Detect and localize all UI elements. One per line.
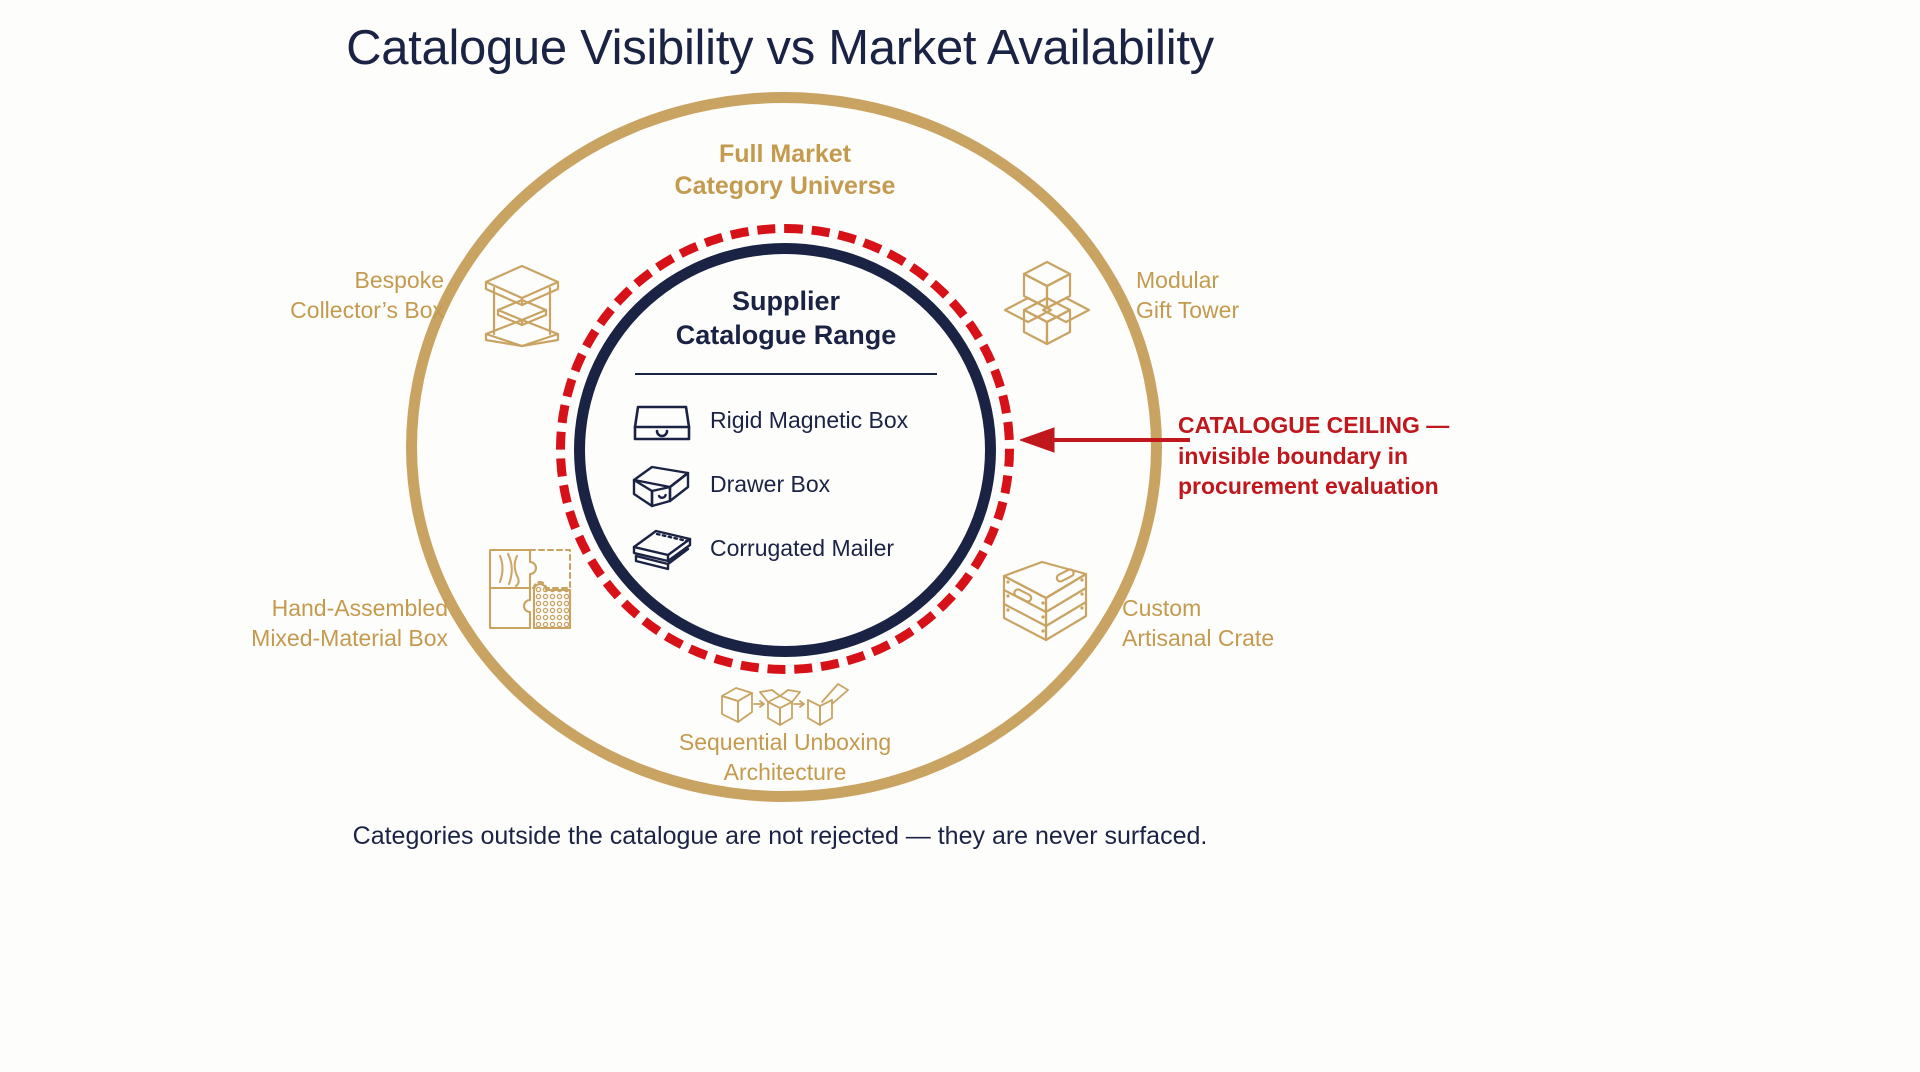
outer-label-bespoke-line2: Collector’s Box [290,296,444,323]
outer-label-bespoke: Bespoke Collector’s Box [244,266,444,326]
universe-label-line1: Full Market [719,140,851,168]
drawer-box-icon [630,461,694,509]
rigid-magnetic-box-icon [630,397,694,445]
list-item: Rigid Magnetic Box [630,395,972,447]
universe-label-line2: Category Universe [674,172,896,200]
outer-label-bespoke-line1: Bespoke [354,267,444,293]
outer-label-custom-crate-line1: Custom [1122,595,1202,621]
footer-caption: Categories outside the catalogue are not… [352,822,1208,850]
wooden-crate-icon [996,560,1094,649]
outer-label-hand-assembled-line2: Mixed-Material Box [251,624,448,651]
outer-label-modular-line2: Gift Tower [1136,296,1240,323]
full-market-universe-ring [406,92,1162,802]
ceiling-callout-line2: invisible boundary in [1178,442,1409,469]
outer-label-sequential-unboxing: Sequential Unboxing Architecture [640,728,930,788]
outer-label-hand-assembled-line1: Hand-Assembled [271,595,448,621]
outer-label-hand-assembled: Hand-Assembled Mixed-Material Box [200,594,448,654]
layered-exploded-box-icon [480,262,564,353]
puzzle-materials-icon [486,544,574,637]
heading-divider [635,372,937,375]
ceiling-callout-line3: procurement evaluation [1178,473,1439,500]
catalogue-heading-line1: Supplier [731,286,840,316]
supplier-catalogue-heading: Supplier Catalogue Range [600,285,972,353]
catalogue-item-list: Rigid Magnetic Box Drawer Box [600,395,972,575]
outer-label-sequential-line1: Sequential Unboxing [678,729,892,755]
outer-label-custom-crate-line2: Artisanal Crate [1122,624,1275,651]
outer-label-sequential-line2: Architecture [723,758,847,785]
corrugated-mailer-icon [630,525,694,573]
catalogue-heading-line2: Catalogue Range [675,319,897,350]
full-market-universe-label: Full Market Category Universe [620,138,950,202]
outer-label-modular: Modular Gift Tower [1136,266,1356,326]
list-item-label: Corrugated Mailer [710,535,895,561]
supplier-catalogue-circle [574,243,996,657]
list-item: Corrugated Mailer [630,523,972,575]
page-title: Catalogue Visibility vs Market Availabil… [346,21,1214,75]
catalogue-ceiling-callout: CATALOGUE CEILING — invisible boundary i… [1178,410,1518,502]
list-item-label: Rigid Magnetic Box [710,407,909,433]
supplier-catalogue-panel: Supplier Catalogue Range Rigid Magnetic … [600,285,972,587]
ceiling-callout-arrow [1018,424,1190,456]
outer-label-custom-crate: Custom Artisanal Crate [1122,594,1342,654]
list-item-label: Drawer Box [710,471,831,497]
outer-label-modular-line1: Modular [1136,267,1220,293]
ceiling-callout-line1: CATALOGUE CEILING — [1178,412,1450,438]
catalogue-ceiling-dashed-ring [556,224,1014,674]
sequential-unboxing-icon [718,678,854,735]
stacked-cubes-icon [1002,258,1092,355]
list-item: Drawer Box [630,459,972,511]
